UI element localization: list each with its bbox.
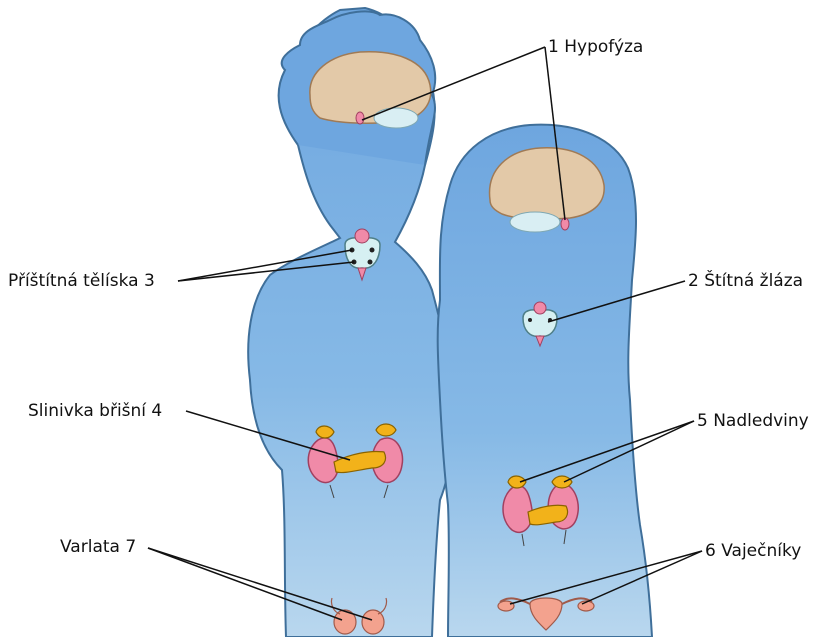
- female-ovary: [498, 601, 514, 611]
- label-vajecniky: 6 Vaječníky: [705, 541, 801, 561]
- label-slinivka: Slinivka břišní 4: [28, 401, 162, 421]
- male-adrenal-right: [376, 424, 396, 436]
- female-brain: [490, 148, 605, 219]
- male-pituitary: [356, 112, 364, 124]
- thyroid-dot: [528, 318, 532, 322]
- female-cerebellum: [510, 212, 560, 232]
- female-adrenal-left: [508, 476, 526, 488]
- parathyroid-dot: [368, 260, 373, 265]
- male-cerebellum: [374, 108, 418, 128]
- male-adrenal-left: [316, 426, 334, 438]
- female-adrenal-right: [552, 476, 572, 488]
- label-nadledviny: 5 Nadledviny: [697, 411, 809, 431]
- male-testis: [362, 610, 384, 634]
- female-thyroid-top: [534, 302, 546, 314]
- male-kidney-left: [308, 438, 338, 483]
- label-stitna-zlaza: 2 Štítná žláza: [688, 271, 803, 291]
- female-kidney-left: [503, 486, 532, 532]
- male-thyroid-top: [355, 229, 369, 243]
- parathyroid-dot: [370, 248, 375, 253]
- label-varlata: Varlata 7: [60, 537, 136, 557]
- label-hypofyza: 1 Hypofýza: [548, 37, 643, 57]
- label-pristitna-teliska: Příštítná tělíska 3: [8, 271, 155, 291]
